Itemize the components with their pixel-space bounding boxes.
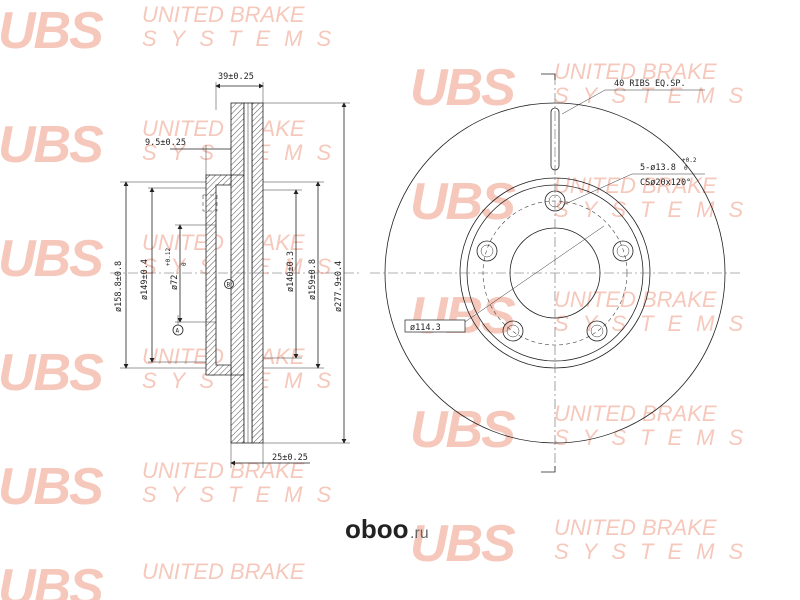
bolt-hole-hidden — [202, 194, 218, 212]
watermark-brand: UBS — [0, 2, 104, 60]
bolt-hole — [476, 240, 498, 262]
front-view: 40 RIBS EQ.SP. 5-ø13.8 +0.2 0 CSø20x120°… — [370, 73, 740, 473]
dim-dia-277: ø277.9±0.4 — [334, 261, 344, 312]
watermark-line2: SYSTEMS — [554, 539, 757, 564]
datum-a-label: A — [176, 328, 180, 335]
watermark-block: UBS UNITED BRAKE SYSTEMS — [410, 173, 757, 231]
callout-holes-tol-upper: +0.2 — [682, 157, 697, 164]
dim-dia-158: ø158.8±0.8 — [114, 261, 124, 312]
callout-countersink: CSø20x120° — [640, 178, 691, 188]
dim-dia-159: ø159±0.8 — [308, 259, 318, 300]
logo-suffix: .ru — [410, 525, 429, 542]
pcd-leader — [461, 225, 605, 325]
watermark-line1: UNITED BRAKE — [554, 515, 717, 540]
ribs-leader — [561, 89, 705, 115]
site-logo: oboo .ru — [345, 514, 429, 544]
watermark-block: UBS UNITED BRAKE SYSTEMS — [410, 59, 757, 117]
watermark-line2: SYSTEMS — [554, 197, 757, 222]
watermark-line2: SYSTEMS — [554, 83, 757, 108]
hat-transition — [231, 174, 244, 376]
logo-text: oboo — [345, 514, 409, 544]
watermark-block: UBS UNITED BRAKE SYSTEMS — [0, 458, 345, 516]
watermark-block: UBS UNITED BRAKE SYSTEMS — [0, 230, 331, 288]
watermark-line2: SYSTEMS — [554, 311, 757, 336]
watermark-brand: UBS — [0, 559, 104, 600]
watermark-brand: UBS — [0, 344, 104, 402]
bolt-hole — [612, 240, 634, 262]
section-mark-bottom — [541, 466, 556, 473]
watermark-brand: UBS — [0, 116, 104, 174]
watermark-line1: UNITED BRAKE — [142, 458, 305, 483]
watermark-line1: UNITED BRAKE — [554, 401, 717, 426]
pcd-box — [404, 319, 466, 333]
dim-dia-72-tol-lower: 0 — [181, 262, 188, 266]
callout-ribs: 40 RIBS EQ.SP. — [614, 79, 686, 89]
watermark-block: UBS UNITED BRAKE SYSTEMS — [0, 2, 345, 60]
watermark-brand: UBS — [410, 173, 516, 231]
watermark-brand: UBS — [410, 515, 516, 573]
watermark-line1: UNITED BRAKE — [142, 230, 305, 255]
watermark-block: UBS UNITED BRAKE SYSTEMS — [410, 401, 757, 459]
watermark-line1: UNITED BRAKE — [554, 59, 717, 84]
watermark-brand: UBS — [410, 59, 516, 117]
side-section-view: 39±0.25 9.5±0.25 25±0.25 ø158.8±0.8 ø149… — [110, 72, 360, 468]
bolt-hole — [586, 320, 608, 342]
watermark-block: UBS UNITED BRAKE SYSTEMS — [410, 515, 757, 573]
watermark-line1: UNITED BRAKE — [142, 116, 305, 141]
watermark-line2: SYSTEMS — [554, 425, 757, 450]
hat-section — [205, 174, 232, 376]
watermark-brand: UBS — [0, 458, 104, 516]
dim-dia-72: ø72 — [170, 275, 180, 290]
dim-dia-149: ø149±0.4 — [140, 259, 150, 300]
datum-b-label: B — [227, 282, 231, 289]
watermark-brand: UBS — [410, 287, 516, 345]
datum-a-marker — [172, 324, 184, 336]
watermark-brand: UBS — [410, 401, 516, 459]
bolt-hole — [502, 320, 524, 342]
section-mark-top — [541, 73, 556, 80]
watermark-line2: SYSTEMS — [142, 26, 345, 51]
rib-slot — [550, 107, 560, 171]
datum-b-marker — [224, 279, 234, 289]
dim-dia-72-tol-upper: +0.12 — [165, 248, 172, 266]
dim-overall-width: 39±0.25 — [218, 72, 254, 82]
watermark-line1: UNITED BRAKE — [142, 559, 305, 584]
watermark-block: UBS UNITED BRAKE SYSTEMS — [410, 287, 757, 345]
watermark-line2: SYSTEMS — [142, 482, 345, 507]
dim-dia-140: ø140±0.3 — [286, 251, 296, 292]
dim-hat-width: 25±0.25 — [272, 453, 308, 463]
callout-holes-tol-lower: 0 — [684, 165, 688, 172]
watermark-line1: UNITED BRAKE — [554, 173, 717, 198]
dim-hat-offset: 9.5±0.25 — [145, 138, 186, 148]
callout-holes: 5-ø13.8 — [640, 163, 676, 173]
callout-pcd: ø114.3 — [410, 323, 441, 333]
watermark-block: UBS UNITED BRAKE — [0, 559, 305, 600]
holes-leader — [562, 173, 705, 206]
watermark-line1: UNITED BRAKE — [142, 2, 305, 27]
watermark-brand: UBS — [0, 230, 104, 288]
